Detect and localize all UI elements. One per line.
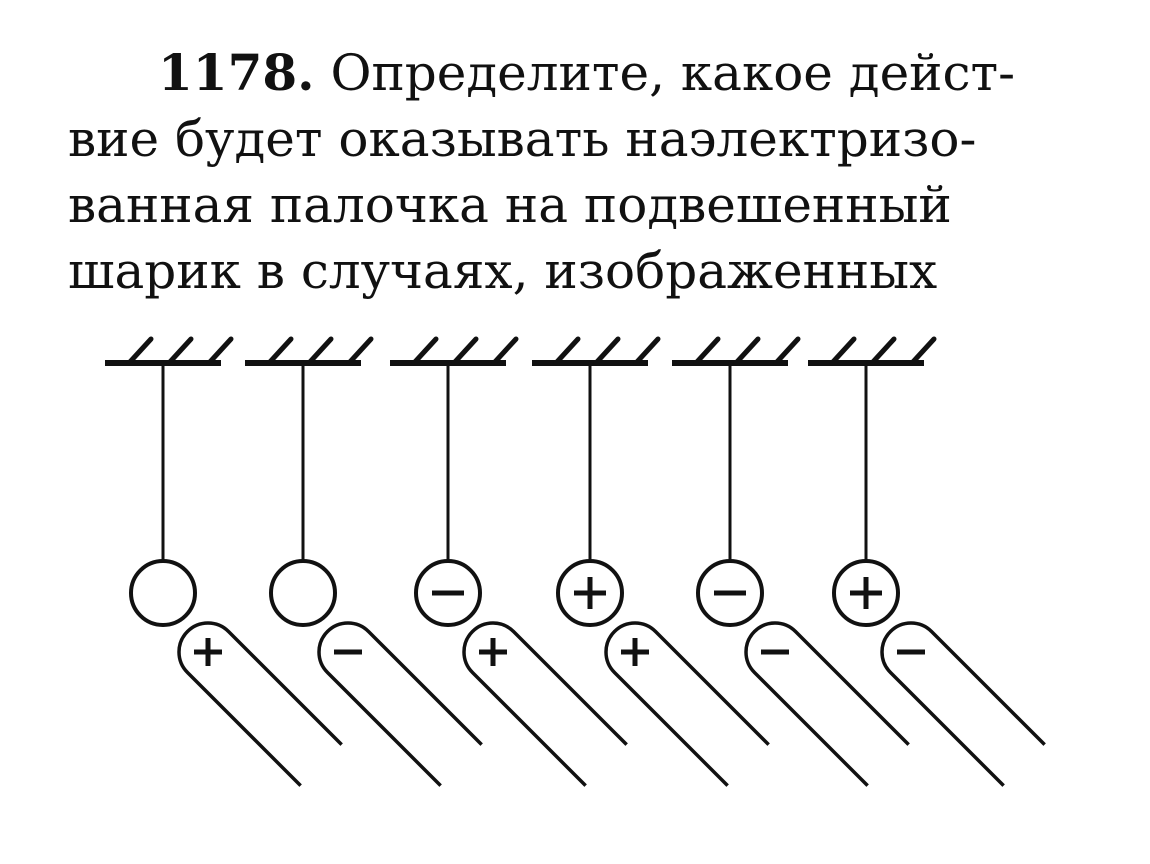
ball: [129, 559, 197, 627]
ceiling-hatch: [909, 336, 937, 366]
problem-line-4: шарик в случаях, изображенных: [68, 238, 1028, 304]
problem-line-2: вие будет оказывать наэлектризо-: [68, 106, 1028, 172]
ceiling-hatch: [491, 336, 519, 366]
pendulum-case: [390, 336, 628, 787]
problem-text-line: шарик в случаях, изображенных: [68, 242, 938, 300]
pendulum-case: [672, 336, 910, 787]
ceiling-hatch: [451, 336, 479, 366]
pendulum-case: [808, 336, 1046, 787]
ball: [269, 559, 337, 627]
ceiling-hatch: [773, 336, 801, 366]
problem-text-line: вие будет оказывать наэлектризо-: [68, 110, 977, 168]
ceiling-hatch: [869, 336, 897, 366]
problem-text-line: Определите, какое дейст-: [330, 44, 1016, 102]
ceiling-hatch: [829, 336, 857, 366]
ceiling-hatch: [346, 336, 374, 366]
ceiling-hatch: [166, 336, 194, 366]
pendulum-case: [245, 336, 483, 787]
ceiling-hatch: [593, 336, 621, 366]
rod: [317, 621, 483, 787]
rod: [462, 621, 628, 787]
rod: [604, 621, 770, 787]
rod: [880, 621, 1046, 787]
ceiling-hatch: [206, 336, 234, 366]
ceiling-hatch: [693, 336, 721, 366]
pendulum-case: [532, 336, 770, 787]
rod: [744, 621, 910, 787]
ceiling-hatch: [126, 336, 154, 366]
problem-statement: 1178. Определите, какое дейст- вие будет…: [68, 40, 1028, 304]
problem-line-1: 1178. Определите, какое дейст-: [68, 40, 1028, 106]
ceiling-hatch: [266, 336, 294, 366]
ceiling-hatch: [306, 336, 334, 366]
problem-number: 1178.: [158, 43, 315, 102]
pendulum-case: [105, 336, 343, 787]
rod: [177, 621, 343, 787]
problem-text-line: ванная палочка на подвешенный: [68, 176, 952, 234]
ceiling-hatch: [411, 336, 439, 366]
ceiling-hatch: [553, 336, 581, 366]
ceiling-hatch: [633, 336, 661, 366]
problem-line-3: ванная палочка на подвешенный: [68, 172, 1028, 238]
ceiling-hatch: [733, 336, 761, 366]
